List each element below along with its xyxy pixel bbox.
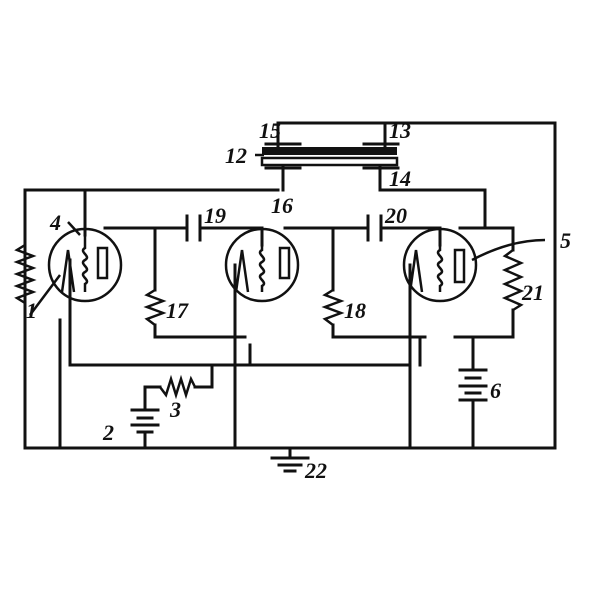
capacitor-19 [185, 214, 202, 242]
label-16: 16 [271, 193, 293, 218]
component-labels: 1 2 3 4 5 6 12 13 14 15 16 17 18 19 20 2… [26, 118, 571, 483]
label-22: 22 [304, 458, 327, 483]
label-15: 15 [259, 118, 281, 143]
label-14: 14 [389, 166, 411, 191]
label-21: 21 [521, 280, 544, 305]
label-3: 3 [169, 397, 181, 422]
vacuum-tube-3 [402, 227, 478, 303]
battery-6 [458, 368, 488, 402]
vacuum-tube-1 [47, 227, 123, 303]
label-1: 1 [26, 298, 37, 323]
resistor-17 [143, 288, 167, 326]
ground-22 [270, 456, 310, 473]
main-wiring [23, 121, 557, 460]
resistor-3 [159, 374, 197, 400]
leader-lines [29, 153, 546, 316]
resistor-21 [501, 249, 525, 312]
inductor-coil [13, 243, 37, 450]
capacitor-12 [260, 142, 400, 170]
label-4: 4 [49, 210, 61, 235]
capacitor-20 [366, 214, 383, 242]
label-18: 18 [344, 298, 366, 323]
label-20: 20 [384, 203, 407, 228]
label-6: 6 [490, 378, 501, 403]
label-2: 2 [102, 420, 114, 445]
battery-2 [130, 408, 160, 434]
resistor-18 [321, 288, 345, 326]
label-17: 17 [166, 298, 189, 323]
vacuum-tube-2 [224, 227, 300, 303]
label-19: 19 [204, 203, 226, 228]
label-12: 12 [225, 143, 247, 168]
label-13: 13 [389, 118, 411, 143]
label-5: 5 [560, 228, 571, 253]
